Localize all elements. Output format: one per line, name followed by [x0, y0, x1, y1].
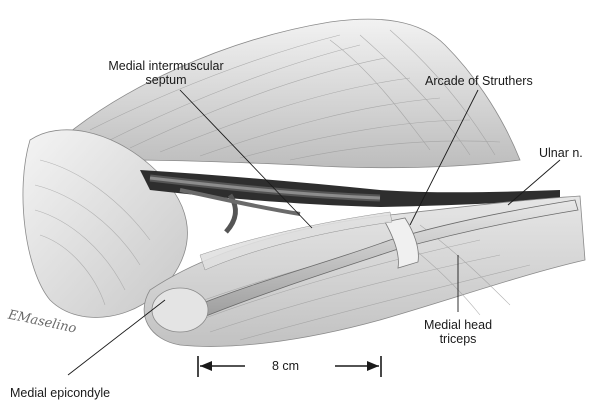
septum-sheet	[199, 211, 393, 271]
label-arcade: Arcade of Struthers	[425, 74, 533, 88]
epicondyle-shape	[151, 287, 209, 333]
leader-ulnar	[507, 159, 561, 206]
label-septum: Medial intermuscular septum	[96, 59, 236, 87]
brachial-vessels	[149, 174, 381, 234]
label-medial-head-line2: triceps	[439, 332, 477, 346]
label-septum-line1: Medial intermuscular	[108, 59, 224, 73]
label-septum-line2: septum	[145, 73, 187, 87]
ulnar-nerve	[189, 199, 579, 321]
arcade-band	[384, 217, 419, 269]
leader-arcade	[409, 89, 479, 226]
upper-muscle-mass	[59, 18, 521, 169]
arrow-right-icon	[367, 361, 379, 371]
label-medial-head-line1: Medial head	[423, 318, 493, 332]
leader-epicondyle	[67, 299, 166, 376]
arrow-left-icon	[200, 361, 212, 371]
left-muscle-fibers	[34, 159, 151, 306]
scale-bar	[197, 356, 382, 377]
leader-septum	[179, 89, 313, 229]
upper-muscle-fibers	[89, 29, 501, 161]
neurovascular-cleft	[140, 170, 560, 207]
label-ulnar: Ulnar n.	[539, 146, 583, 160]
label-scale: 8 cm	[272, 359, 300, 373]
leader-lines	[67, 89, 561, 376]
label-medial-head: Medial head triceps	[408, 318, 508, 346]
label-epicondyle: Medial epicondyle	[10, 386, 111, 400]
